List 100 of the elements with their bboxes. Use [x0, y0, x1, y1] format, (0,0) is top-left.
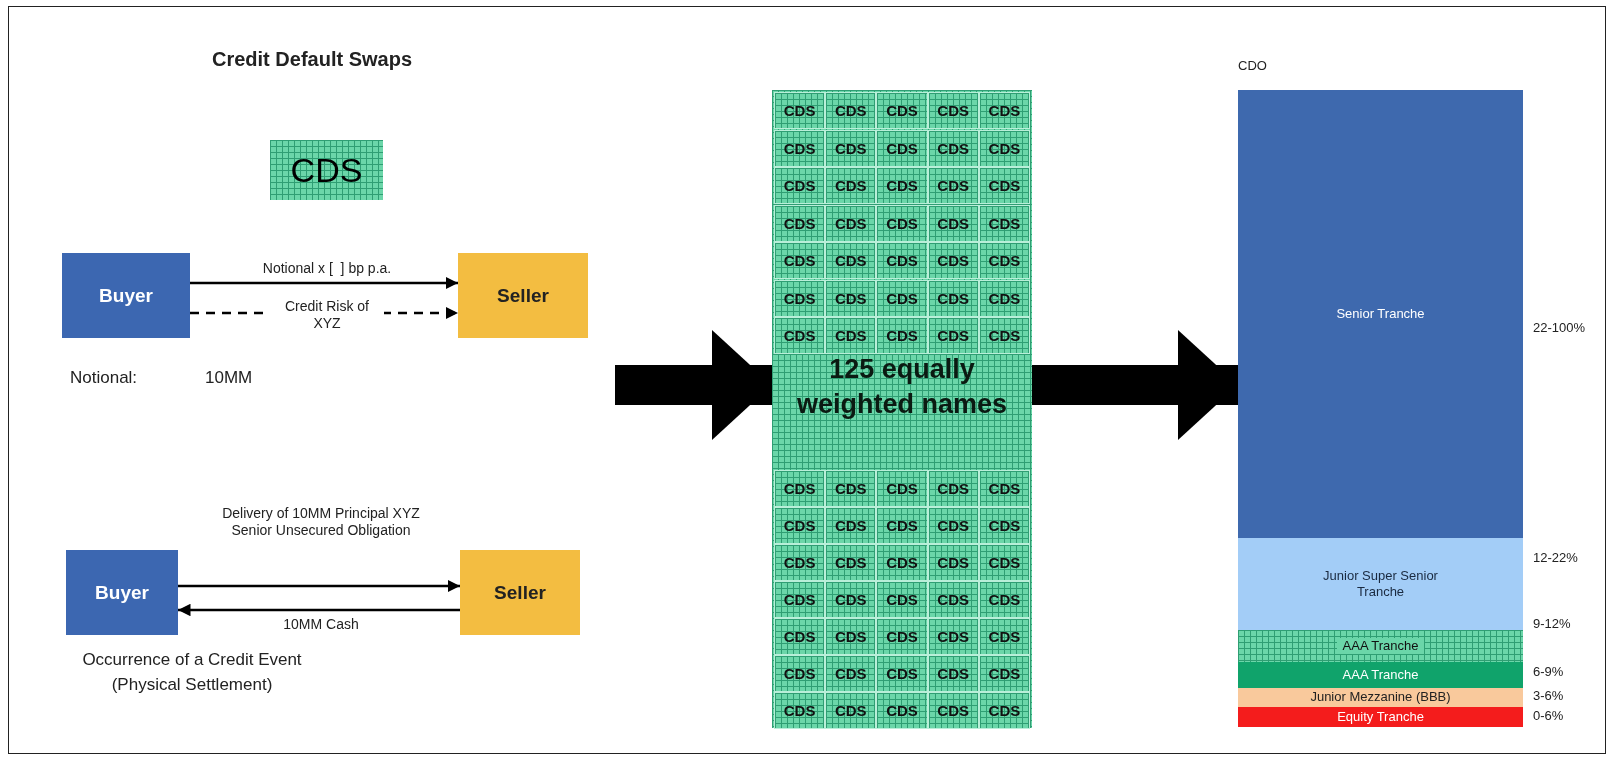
cds-cell: CDS — [927, 317, 979, 354]
cds-cell: CDS — [927, 204, 979, 242]
percent-range: 0-6% — [1533, 708, 1564, 723]
cds-cell: CDS — [876, 129, 928, 167]
seller-box — [460, 550, 580, 635]
note-text: 10MM — [205, 368, 253, 388]
cds-cell: CDS — [978, 544, 1030, 581]
senior-tranche-block — [1238, 90, 1523, 538]
note-text: Notional: — [70, 368, 138, 388]
cds-cell: CDS — [825, 279, 877, 317]
cds-cell: CDS — [876, 242, 928, 279]
cds-cell: CDS — [978, 618, 1030, 655]
cds-cell: CDS — [927, 92, 979, 129]
note-text: Occurrence of a Credit Event (Physical Settlement) — [81, 649, 303, 696]
cds-cell: CDS — [825, 507, 877, 544]
cds-cell: CDS — [825, 581, 877, 618]
cds-cell: CDS — [825, 544, 877, 581]
cds-cell: CDS — [876, 470, 928, 507]
panel-caption: 125 equally weighted names — [795, 353, 1009, 422]
equity-tranche-block — [1238, 707, 1523, 727]
aaa-tranche-block — [1238, 630, 1523, 662]
cds-cell: CDS — [825, 129, 877, 167]
cds-cell: CDS — [927, 655, 979, 692]
cds-cell: CDS — [927, 129, 979, 167]
buyer-box — [62, 253, 190, 338]
cds-cell: CDS — [978, 317, 1030, 354]
tranche-label: Equity Tranche — [1336, 708, 1425, 726]
cds-cell: CDS — [978, 279, 1030, 317]
cds-cell: CDS — [774, 618, 826, 655]
cds-cell: CDS — [978, 470, 1030, 507]
seller-label: Seller — [493, 580, 547, 605]
buyer-label: Buyer — [94, 580, 150, 605]
cds-cell: CDS — [774, 544, 826, 581]
cds-cell: CDS — [927, 581, 979, 618]
cds-cell: CDS — [927, 167, 979, 204]
cds-cell: CDS — [927, 544, 979, 581]
block-arrow — [1032, 330, 1238, 440]
cds-cell: CDS — [876, 279, 928, 317]
cds-cell: CDS — [927, 692, 979, 729]
cds-cell: CDS — [978, 507, 1030, 544]
cds-cell: CDS — [927, 618, 979, 655]
cds-cell: CDS — [927, 507, 979, 544]
cds-cell: CDS — [876, 581, 928, 618]
cds-cell: CDS — [774, 242, 826, 279]
cds-cell: CDS — [978, 129, 1030, 167]
buyer-label: Buyer — [98, 283, 154, 308]
tranche-label: Junior Mezzanine (BBB) — [1309, 689, 1452, 706]
cds-box — [270, 140, 383, 200]
cds-cell: CDS — [825, 470, 877, 507]
cds-cell: CDS — [825, 167, 877, 204]
cds-cell: CDS — [876, 317, 928, 354]
percent-range: 12-22% — [1533, 550, 1578, 565]
cds-cell: CDS — [876, 204, 928, 242]
cds-cell: CDS — [978, 692, 1030, 729]
cds-cell: CDS — [876, 167, 928, 204]
cds-cell: CDS — [774, 507, 826, 544]
cds-cell: CDS — [774, 204, 826, 242]
cds-cell: CDS — [774, 92, 826, 129]
cds-label: CDS — [289, 149, 364, 191]
cds-cell: CDS — [825, 655, 877, 692]
cds-cell: CDS — [876, 692, 928, 729]
cds-cell: CDS — [927, 470, 979, 507]
cdo-heading: CDO — [1238, 58, 1267, 73]
cds-cell: CDS — [978, 581, 1030, 618]
cds-cell: CDS — [825, 692, 877, 729]
cds-cell: CDS — [774, 655, 826, 692]
cds-cell: CDS — [774, 692, 826, 729]
mezzanine-tranche-block — [1238, 688, 1523, 707]
cds-cell: CDS — [774, 317, 826, 354]
cds-grid-panel — [772, 90, 1032, 728]
seller-box — [458, 253, 588, 338]
arrow — [190, 276, 458, 290]
cds-cell: CDS — [774, 581, 826, 618]
cds-cell: CDS — [876, 507, 928, 544]
cds-cell: CDS — [876, 655, 928, 692]
cds-cell: CDS — [774, 129, 826, 167]
cds-cell: CDS — [774, 279, 826, 317]
cds-cell: CDS — [978, 167, 1030, 204]
percent-range: 9-12% — [1533, 616, 1571, 631]
cds-cell: CDS — [825, 618, 877, 655]
cds-cell: CDS — [978, 204, 1030, 242]
cds-cell: CDS — [825, 242, 877, 279]
percent-range: 6-9% — [1533, 664, 1564, 679]
buyer-box — [66, 550, 178, 635]
seller-label: Seller — [496, 283, 550, 308]
tranche-label: AAA Tranche — [1336, 637, 1425, 655]
tranche-label: Junior Super Senior Tranche — [1322, 567, 1439, 601]
cds-cell: CDS — [825, 317, 877, 354]
cds-cell: CDS — [774, 167, 826, 204]
cds-cell: CDS — [825, 204, 877, 242]
cds-cell: CDS — [978, 92, 1030, 129]
cds-cell: CDS — [876, 92, 928, 129]
tranche-label: Senior Tranche — [1335, 305, 1426, 323]
percent-range: 22-100% — [1533, 320, 1586, 335]
cds-cell: CDS — [825, 92, 877, 129]
percent-range: 3-6% — [1533, 688, 1564, 703]
block-arrow — [615, 330, 772, 440]
aaa-tranche-block — [1238, 662, 1523, 688]
cds-cell: CDS — [978, 242, 1030, 279]
cds-cell: CDS — [876, 544, 928, 581]
